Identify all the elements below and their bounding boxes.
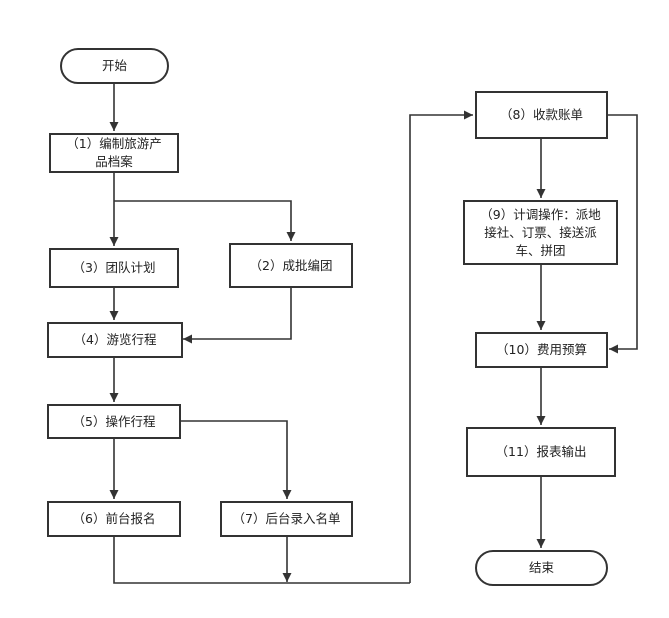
step-10-cost-budget: （10）费用预算 — [475, 332, 608, 368]
step-3-team-plan: （3）团队计划 — [49, 248, 179, 288]
end-node: 结束 — [475, 550, 608, 586]
step-2-batch-group: （2）成批编团 — [229, 243, 353, 288]
edge-2-to-4 — [183, 288, 292, 344]
step-9-dispatch-operations: （9）计调操作：派地 接社、订票、接送派 车、拼团 — [463, 200, 618, 265]
step-6-front-desk-signup: （6）前台报名 — [47, 501, 181, 537]
step-1-product-archive: （1）编制旅游产 品档案 — [49, 133, 179, 173]
step-8-payment-bill: （8）收款账单 — [475, 91, 608, 139]
edge-5-to-7 — [181, 420, 292, 499]
step-7-backend-enter-list: （7）后台录入名单 — [220, 501, 353, 537]
step-11-report-output: （11）报表输出 — [466, 427, 616, 477]
step-5-operate-itinerary: （5）操作行程 — [47, 404, 181, 439]
edge-1-to-2 — [114, 200, 296, 241]
edge-merge-to-8 — [409, 110, 473, 583]
edge-6-merge — [113, 537, 410, 584]
step-4-tour-itinerary: （4）游览行程 — [47, 322, 183, 358]
start-node: 开始 — [60, 48, 169, 84]
edge-8-to-10 — [607, 114, 638, 354]
